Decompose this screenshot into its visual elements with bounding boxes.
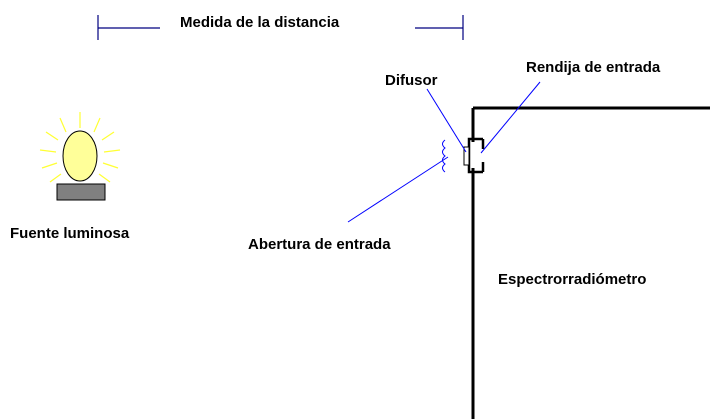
leader-lines bbox=[347, 81, 541, 223]
leader-entrance-aperture bbox=[347, 156, 449, 223]
light-source-label: Fuente luminosa bbox=[10, 225, 130, 242]
distance-measure-label: Medida de la distancia bbox=[180, 14, 340, 31]
spectroradiometer-housing bbox=[471, 106, 710, 419]
bulb-glow-rays bbox=[39, 112, 121, 183]
spectroradiometer-label: Espectrorradiómetro bbox=[498, 271, 647, 288]
light-source-base bbox=[56, 183, 106, 201]
entrance-slit-label: Rendija de entrada bbox=[526, 59, 661, 76]
entrance-aperture-symbol bbox=[442, 139, 446, 173]
leader-entrance-slit bbox=[480, 81, 541, 154]
diffuser-label: Difusor bbox=[385, 72, 438, 89]
distance-measure-line bbox=[97, 15, 464, 40]
entrance-aperture-label: Abertura de entrada bbox=[248, 236, 391, 253]
leader-diffuser bbox=[426, 88, 467, 153]
diffuser-element bbox=[463, 146, 470, 166]
entrance-slit-bracket bbox=[467, 137, 485, 174]
light-bulb bbox=[62, 130, 98, 182]
